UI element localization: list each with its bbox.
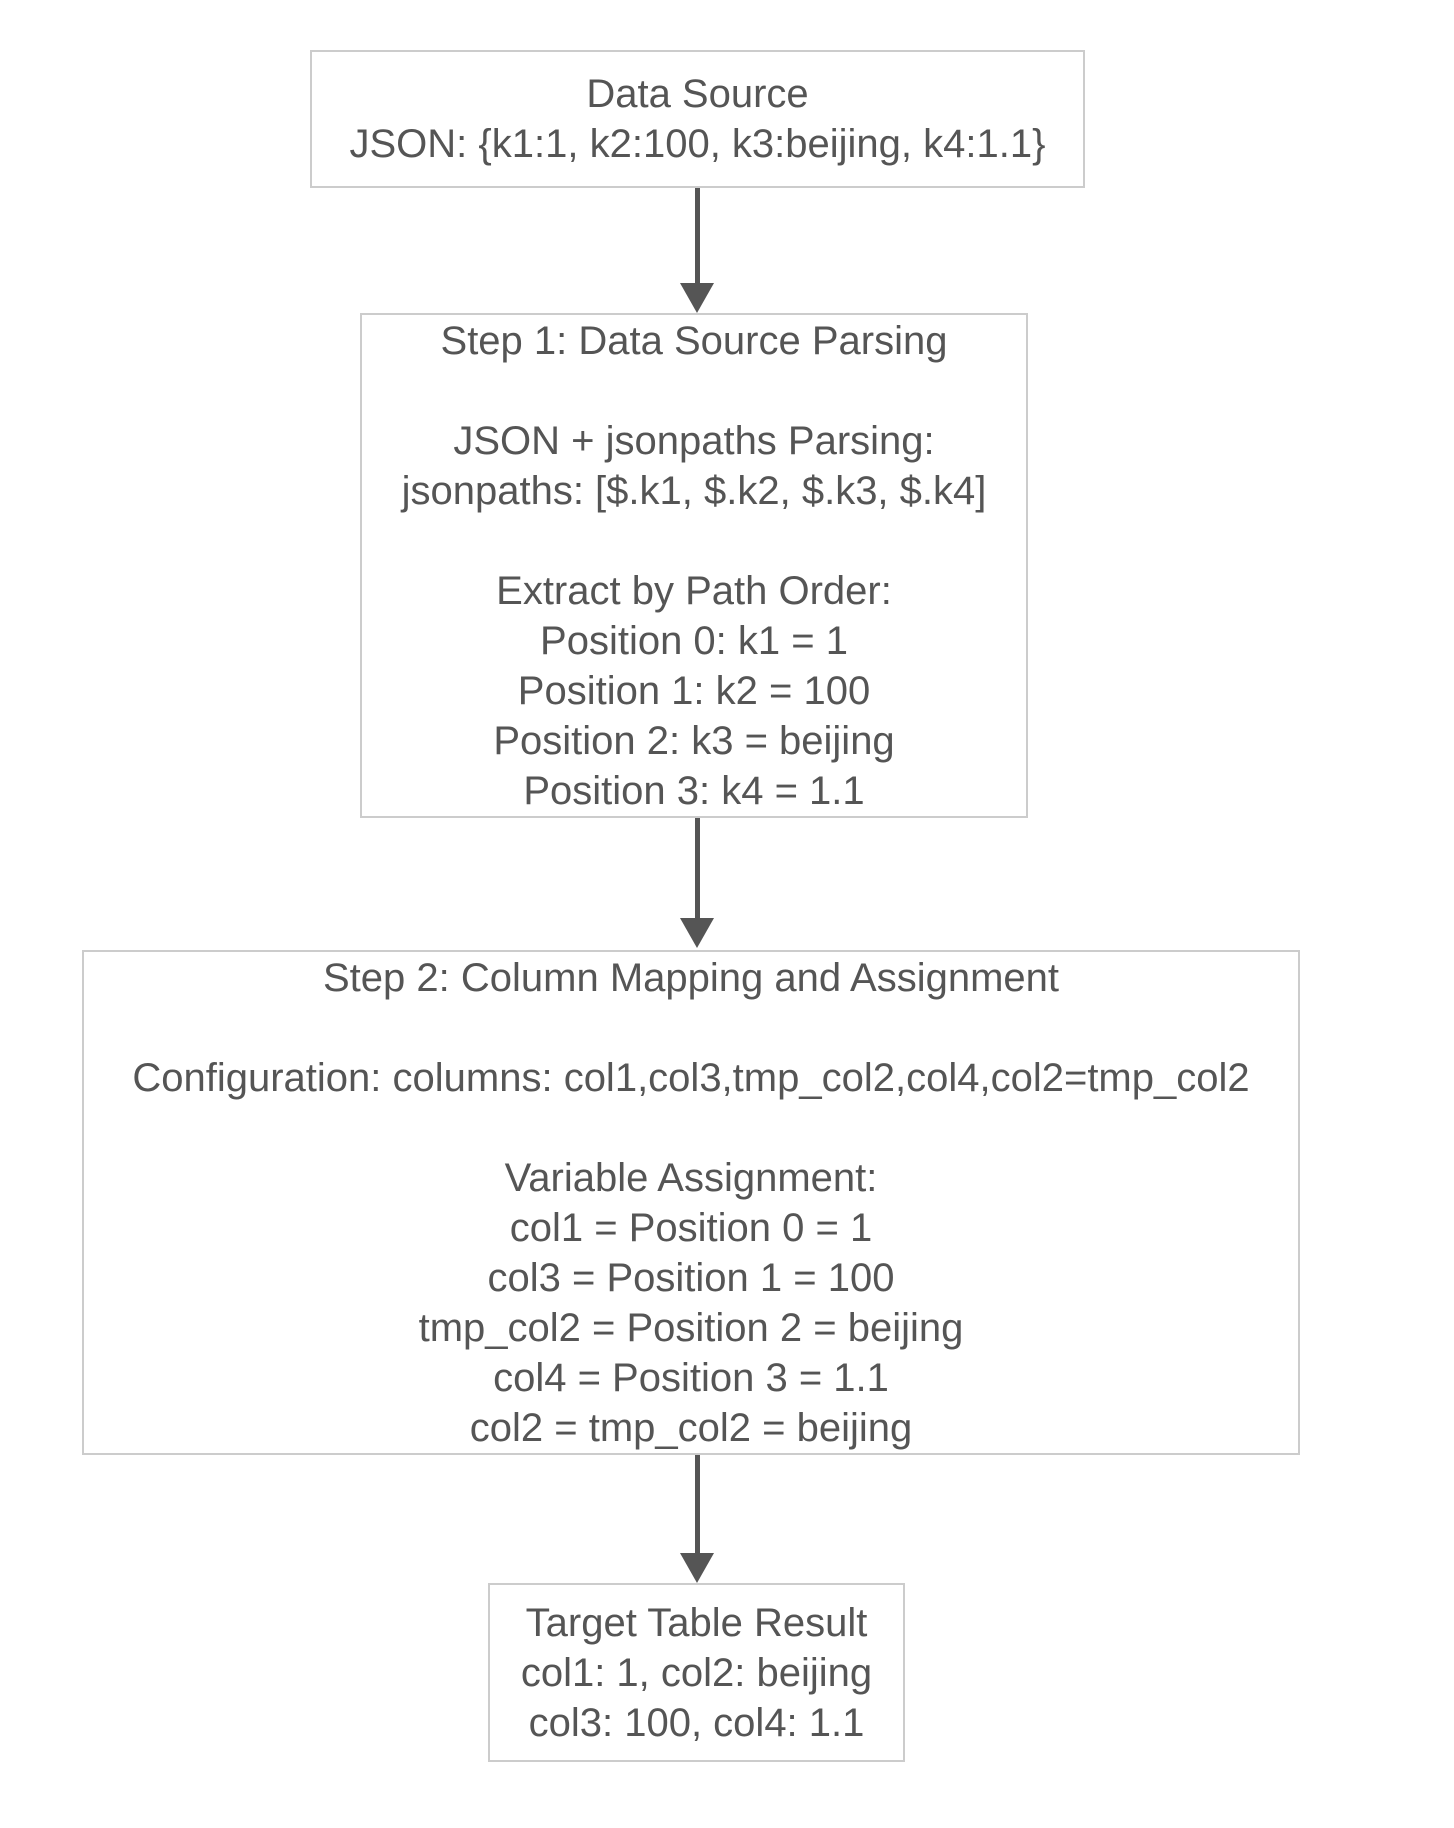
node-step1-parsing-label: JSON + jsonpaths Parsing: bbox=[453, 418, 935, 463]
node-step2-mapping: Step 2: Column Mapping and Assignment Co… bbox=[82, 950, 1300, 1455]
node-data-source: Data Source JSON: {k1:1, k2:100, k3:beij… bbox=[310, 50, 1085, 188]
node-step2-assign-col3: col3 = Position 1 = 100 bbox=[487, 1255, 895, 1300]
node-step2-configuration: Configuration: columns: col1,col3,tmp_co… bbox=[132, 1055, 1250, 1100]
node-step1-parsing: Step 1: Data Source Parsing JSON + jsonp… bbox=[360, 313, 1028, 818]
node-data-source-title: Data Source bbox=[586, 72, 809, 116]
node-target-title: Target Table Result bbox=[525, 1600, 868, 1645]
arrow-data-source-to-step1 bbox=[680, 188, 714, 313]
node-step2-assign-col4: col4 = Position 3 = 1.1 bbox=[493, 1355, 889, 1400]
node-target-row-1: col1: 1, col2: beijing bbox=[520, 1650, 873, 1695]
arrowhead-icon bbox=[680, 283, 714, 313]
arrow-step1-to-step2 bbox=[680, 818, 714, 948]
arrow-step2-to-target bbox=[680, 1455, 714, 1583]
node-step1-title: Step 1: Data Source Parsing bbox=[440, 318, 948, 363]
node-data-source-json: JSON: {k1:1, k2:100, k3:beijing, k4:1.1} bbox=[349, 122, 1046, 166]
node-step1-position-1: Position 1: k2 = 100 bbox=[517, 668, 871, 713]
node-step2-assignment-label: Variable Assignment: bbox=[504, 1155, 878, 1200]
arrowhead-icon bbox=[680, 1553, 714, 1583]
node-target-row-2: col3: 100, col4: 1.1 bbox=[528, 1700, 865, 1745]
node-step2-assign-tmp-col2: tmp_col2 = Position 2 = beijing bbox=[418, 1305, 964, 1350]
node-step1-jsonpaths: jsonpaths: [$.k1, $.k2, $.k3, $.k4] bbox=[401, 468, 987, 513]
node-step1-position-2: Position 2: k3 = beijing bbox=[493, 718, 895, 763]
node-step2-assign-col1: col1 = Position 0 = 1 bbox=[509, 1205, 873, 1250]
node-step2-title: Step 2: Column Mapping and Assignment bbox=[323, 955, 1059, 1000]
arrow-shaft bbox=[694, 818, 700, 918]
node-step1-position-3: Position 3: k4 = 1.1 bbox=[523, 768, 865, 813]
node-step2-assign-col2: col2 = tmp_col2 = beijing bbox=[469, 1405, 913, 1450]
arrow-shaft bbox=[694, 1455, 700, 1553]
node-target-result: Target Table Result col1: 1, col2: beiji… bbox=[488, 1583, 905, 1762]
node-step1-extract-label: Extract by Path Order: bbox=[496, 568, 892, 613]
arrowhead-icon bbox=[680, 918, 714, 948]
arrow-shaft bbox=[694, 188, 700, 283]
node-step1-position-0: Position 0: k1 = 1 bbox=[540, 618, 848, 663]
